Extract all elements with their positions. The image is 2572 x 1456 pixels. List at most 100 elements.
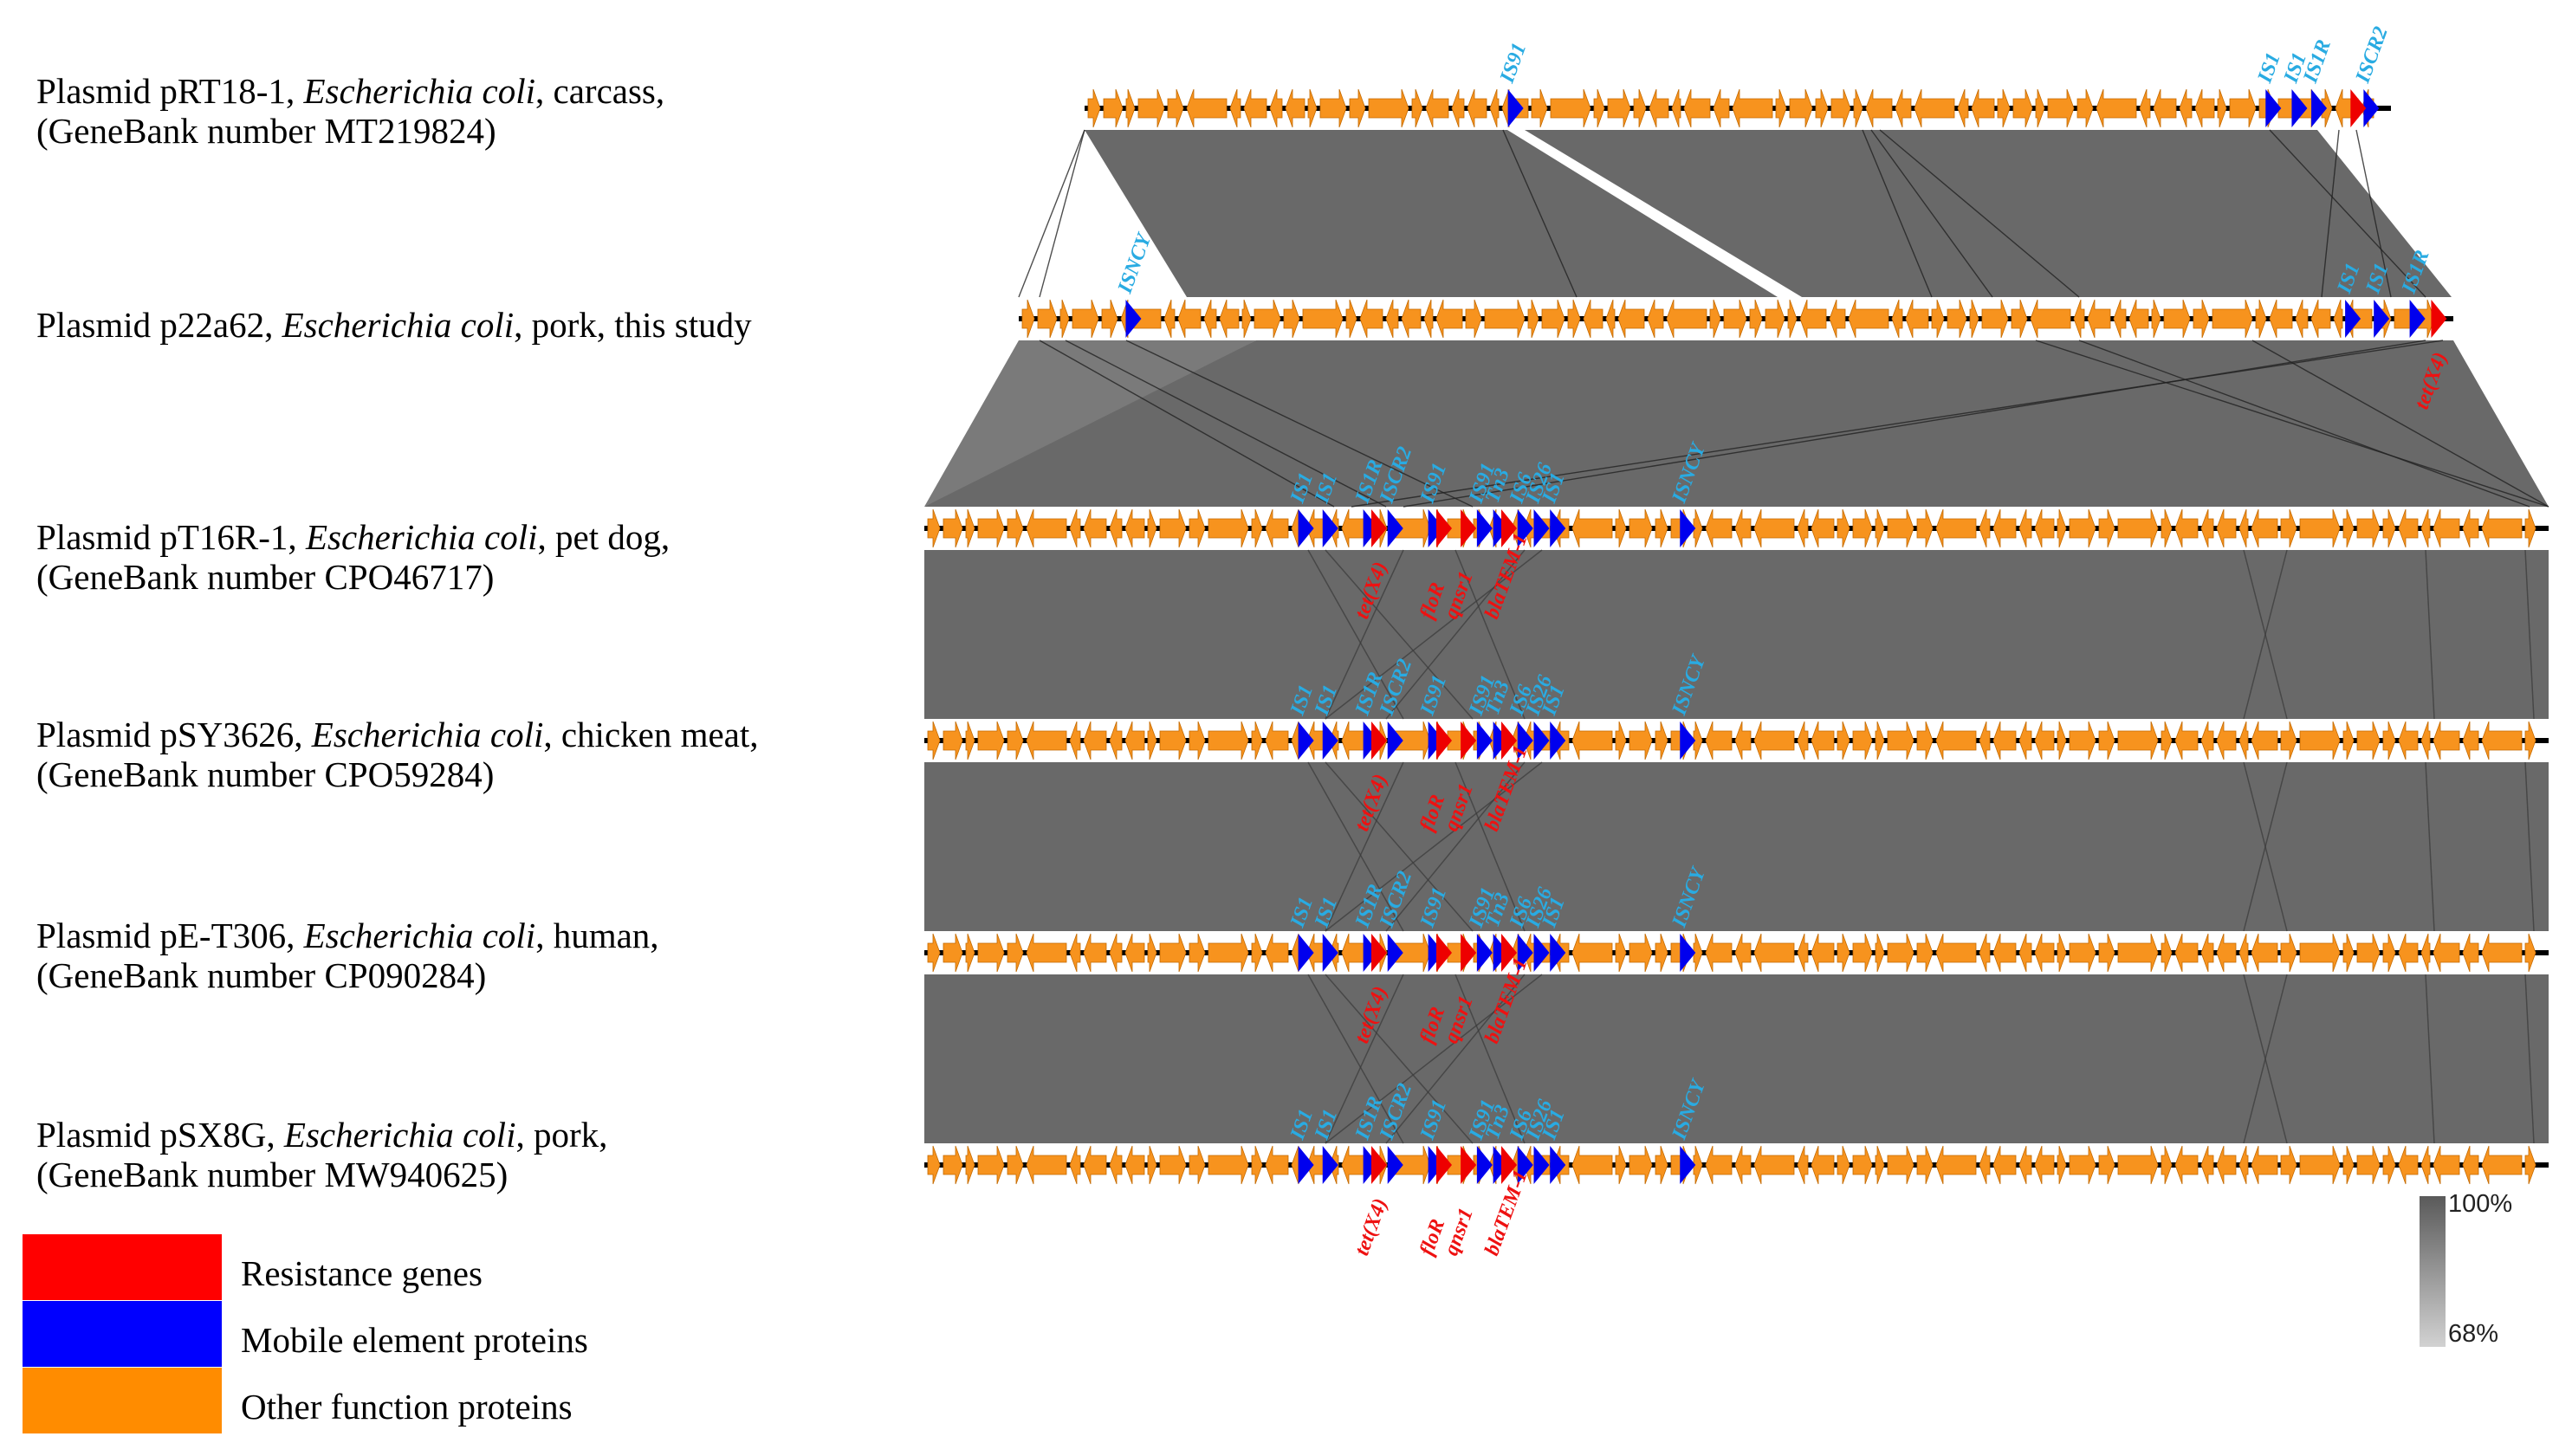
gene-arrow-mobile (1298, 1146, 1314, 1184)
gene-arrow-other (1649, 88, 1669, 128)
gene-arrow-other (1147, 721, 1157, 760)
gene-arrow-resistance (1501, 509, 1517, 547)
gene-arrow-other (1655, 933, 1668, 973)
gene-arrow-mobile (1476, 1146, 1493, 1184)
gene-arrow-other (1124, 721, 1145, 760)
gene-arrow-other (1467, 88, 1487, 128)
plasmid-label-pSY3626: Plasmid pSY3626, Escherichia coli, chick… (36, 715, 759, 794)
gene-arrow-other (2069, 721, 2096, 760)
gene-arrow-other (1189, 933, 1206, 973)
gene-arrow-other (1734, 933, 1752, 973)
gene-arrow-other (2269, 299, 2293, 339)
gene-arrow-other (1283, 299, 1300, 339)
homology-link-line (2425, 974, 2435, 1144)
gene-arrow-other (1285, 88, 1305, 128)
homology-link-line (1385, 549, 1526, 720)
gene-arrow-other (2382, 933, 2396, 973)
gene-arrow-other (965, 508, 975, 548)
gene-arrow-other (1243, 88, 1267, 128)
gene-arrow-other (943, 1145, 963, 1185)
gene-arrow-other (1390, 508, 1431, 548)
plasmid-source: , chicken meat, (543, 715, 759, 754)
gene-arrow-other (1137, 88, 1165, 128)
gene-arrow-other (1705, 933, 1733, 973)
plasmid-accession: (GeneBank number MT219824) (36, 111, 496, 151)
gene-arrow-other (2047, 88, 2075, 128)
gene-arrow-other (2073, 299, 2085, 339)
gene-arrow-other (2057, 933, 2067, 973)
gene-arrow-other (1007, 1145, 1024, 1185)
homology-link-line (1325, 761, 1404, 932)
gene-arrow-other (1345, 299, 1357, 339)
gene-arrow-other (2238, 933, 2249, 973)
gene-arrow-other (1425, 88, 1449, 128)
gene-arrow-other (2333, 299, 2343, 339)
gene-arrow-other (2462, 508, 2479, 548)
gene-arrow-other (2035, 88, 2045, 128)
gene-arrow-other (1069, 933, 1081, 973)
gene-arrow-other (1026, 508, 1067, 548)
gene-arrow-other (2238, 1145, 2249, 1185)
gene-arrow-other (1734, 508, 1752, 548)
gene-arrow-mobile (1428, 509, 1444, 547)
gene-arrow-other (1629, 721, 1653, 760)
gene-arrow-mobile (1125, 300, 1142, 338)
gene-arrow-other (1705, 1145, 1733, 1185)
gene-arrow-other (2216, 721, 2237, 760)
homology-link-line (1307, 549, 1404, 720)
gene-arrow-mobile (1680, 1146, 1696, 1184)
homology-link-line (2251, 340, 2549, 508)
gene-arrow-other (2216, 1145, 2237, 1185)
gene-arrow-other (1072, 299, 1099, 339)
gene-arrow-other (2280, 933, 2297, 973)
gene-arrow-other (1811, 933, 1835, 973)
gene-arrow-other (2163, 299, 2191, 339)
plasmid-track (924, 508, 2549, 548)
gene-arrow-other (1811, 721, 1835, 760)
gene-arrow-other (1905, 299, 1929, 339)
plasmid-track (924, 933, 2549, 973)
gene-arrow-mobile (1533, 934, 1550, 972)
gene-arrow-other (2018, 508, 2032, 548)
gene-arrow-other (1265, 508, 1289, 548)
gene-arrow-other (2174, 721, 2199, 760)
gene-arrow-other (2299, 721, 2341, 760)
gene-arrow-other (1713, 88, 1730, 128)
gene-arrow-other (1875, 1145, 1885, 1185)
gene-arrow-other (2076, 88, 2094, 128)
gene-arrow-other (1887, 1145, 1914, 1185)
gene-arrow-other (1615, 508, 1627, 548)
homology-block (924, 974, 2549, 1143)
gene-arrow-mobile (1517, 1146, 1533, 1184)
homology-link-line (1385, 974, 1526, 1144)
gene-arrow-other (1083, 721, 1107, 760)
resistance-gene-label: tet(X4) (1351, 1195, 1392, 1259)
plasmid-name: Plasmid p22a62, (36, 305, 274, 345)
gene-arrow-mobile (1493, 509, 1509, 547)
homology-link-line (1879, 129, 2080, 298)
gene-arrow-other (1837, 933, 1850, 973)
gene-arrow-other (1852, 1145, 1873, 1185)
gene-arrow-other (1159, 1145, 1187, 1185)
gene-arrow-other (1423, 299, 1434, 339)
gene-arrow-other (2356, 508, 2381, 548)
plasmid-track (1085, 88, 2391, 128)
gene-arrow-other (1571, 508, 1613, 548)
homology-link-line (2524, 761, 2535, 932)
gene-arrow-other (2212, 299, 2253, 339)
homology-link-line (1039, 340, 1335, 508)
gene-arrow-mobile (1680, 509, 1696, 547)
gene-arrow-other (1916, 721, 1934, 760)
gene-arrow-other (1787, 299, 1798, 339)
gene-arrow-other (2342, 933, 2355, 973)
gene-arrow-other (2216, 508, 2237, 548)
gene-arrow-other (1265, 721, 1289, 760)
gene-arrow-other (1815, 88, 1829, 128)
gene-arrow-other (2280, 508, 2297, 548)
gene-arrow-other (1617, 299, 1645, 339)
gene-arrow-other (1753, 933, 1795, 973)
gene-arrow-other (1875, 508, 1885, 548)
gene-arrow-other (1647, 299, 1664, 339)
gene-arrow-other (2153, 88, 2177, 128)
gene-arrow-other (2117, 721, 2159, 760)
